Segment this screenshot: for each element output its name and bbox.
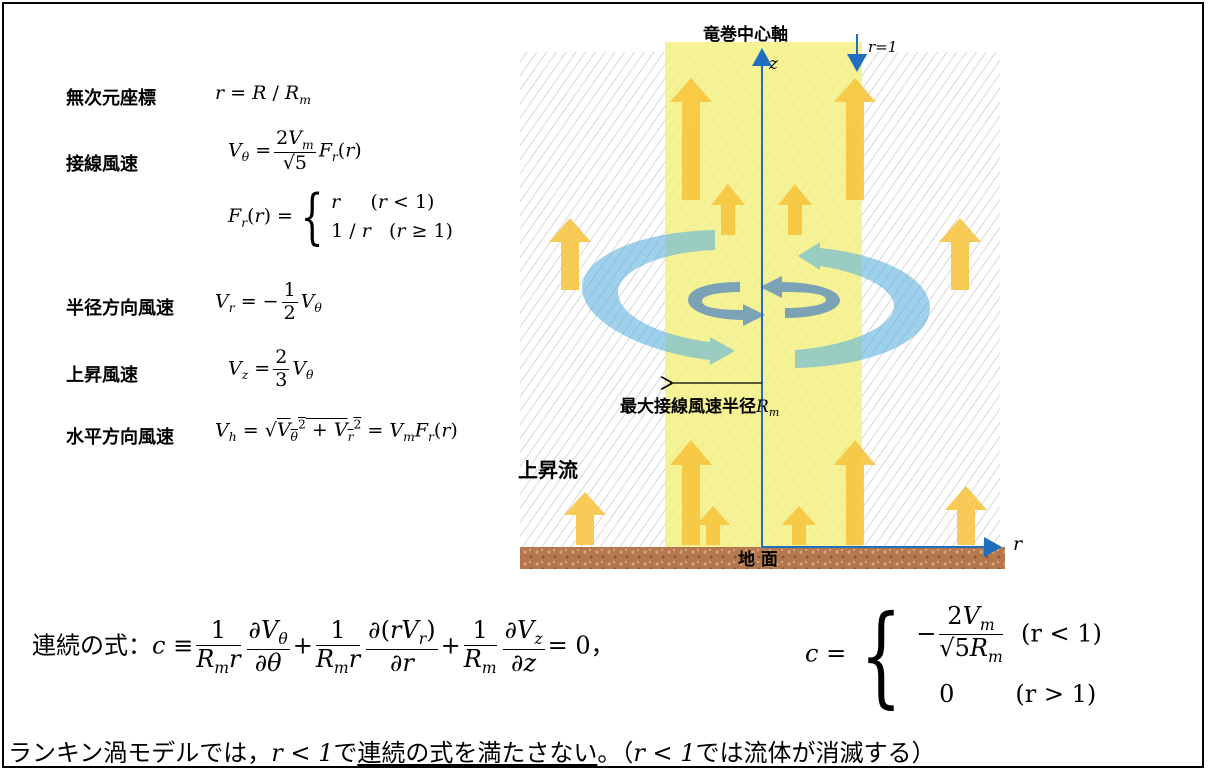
updraft-arrow [549,218,591,290]
updraft-label: 上昇流 [518,458,578,482]
updraft-arrow [945,486,987,545]
label-tangential: 接線風速 [66,154,138,175]
updraft-arrow [834,78,876,200]
eq-fr: Fr(r) ={r (r < 1)1 / r (r ≥ 1) [228,182,453,252]
updraft-arrow [670,440,712,545]
label-dimensionless: 無次元座標 [66,88,156,109]
updraft-arrow [939,218,981,290]
z-label: z [768,54,779,74]
tornado-diagram: 竜巻中心軸 z r=1 最大接線風速半径Rm 上昇流 地 面 r [518,24,1024,570]
label-radial: 半径方向風速 [66,298,174,319]
updraft-arrow [778,184,812,235]
eq-dimensionless: r = R / Rm [215,82,311,107]
ground-label: 地 面 [738,549,778,570]
r1-label: r=1 [868,38,897,56]
inner-rotation [688,276,840,326]
updraft-arrow [711,184,745,235]
ground [520,547,1005,569]
updraft-arrow [670,78,712,200]
updraft-arrows [549,78,987,545]
label-horizontal: 水平方向風速 [66,427,174,448]
continuity-cases: c ={−2Vm√5Rm (r < 1) 0 (r > 1) [805,591,1102,719]
axis-title: 竜巻中心軸 [703,24,788,45]
eq-horizontal: Vh = √Vθ2 + Vr2 = VmFr(r) [215,418,458,445]
updraft-arrow [834,440,876,545]
note-text: ランキン渦モデルでは，r < 1で連続の式を満たさない。（r < 1では流体が消… [8,739,936,767]
outer-rotation [582,230,930,368]
updraft-arrow [696,506,730,545]
label-vertical: 上昇風速 [66,365,138,386]
updraft-arrow [564,492,606,545]
updraft-arrow [782,506,816,545]
max-radius-label: 最大接線風速半径Rm [620,396,779,419]
r-label: r [1013,533,1024,555]
